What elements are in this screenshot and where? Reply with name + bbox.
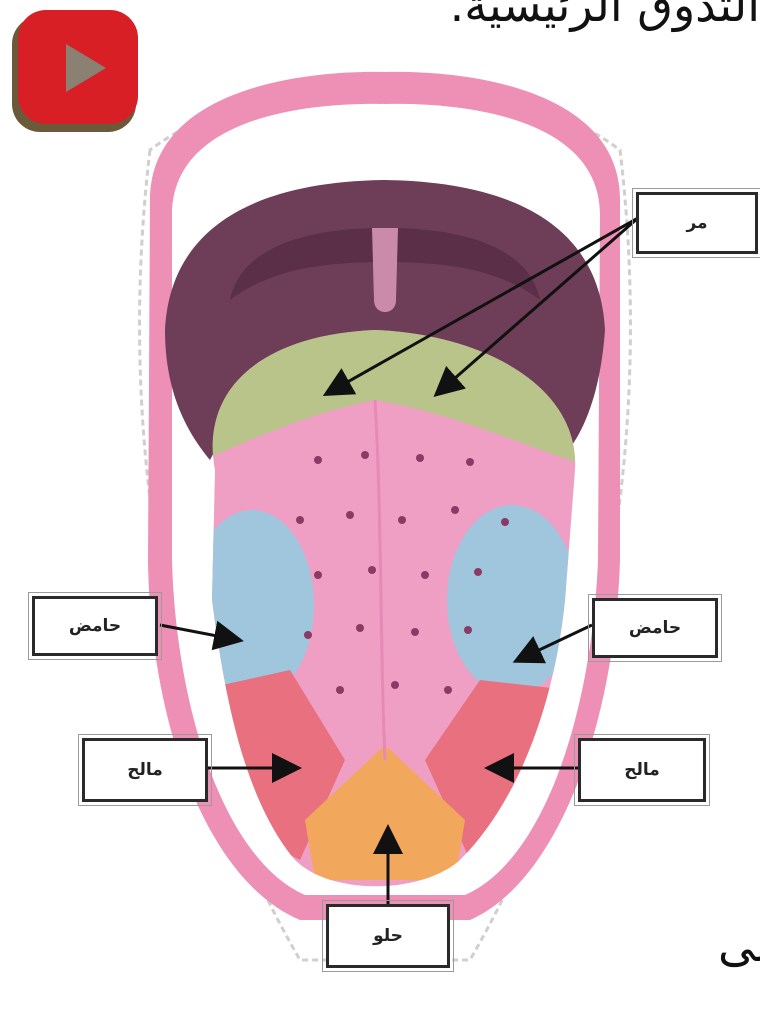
label-salty-left: مالح [82,738,208,802]
label-bitter: مر [636,192,758,254]
label-sweet: حلو [326,904,450,968]
partial-text: لى [718,918,760,972]
label-sour-right: حامض [592,598,718,658]
label-salty-right: مالح [578,738,706,802]
label-sour-left: حامض [32,596,158,656]
uvula [372,228,398,312]
